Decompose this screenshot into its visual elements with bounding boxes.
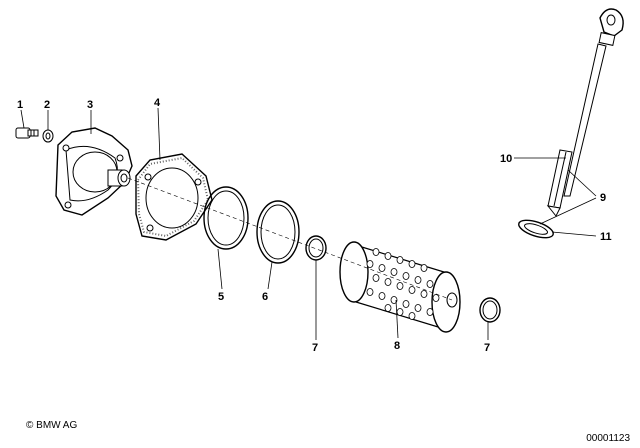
part-6-ring <box>256 200 300 264</box>
callout-2: 2 <box>44 99 50 111</box>
leader-lines <box>20 107 597 340</box>
drawing-number: 00001123 <box>586 433 630 444</box>
part-7-seal-ring-right <box>479 297 501 323</box>
part-10-dipstick <box>546 8 624 217</box>
part-11-sealing-washer <box>518 219 554 239</box>
callout-7-right: 7 <box>484 342 490 354</box>
part-1-bolt <box>15 127 39 139</box>
callout-9: 9 <box>600 192 606 204</box>
part-4-gasket <box>135 153 213 241</box>
callout-6: 6 <box>262 291 268 303</box>
part-7-seal-ring-left <box>305 235 327 261</box>
part-3-filter-cover <box>55 127 133 216</box>
part-5-o-ring <box>203 186 249 250</box>
copyright-notice: © BMW AG <box>26 420 78 431</box>
assembly-axis <box>127 177 453 301</box>
callout-5: 5 <box>218 291 224 303</box>
callout-8: 8 <box>394 340 400 352</box>
callout-4: 4 <box>154 97 161 109</box>
filter-perforations <box>366 248 440 320</box>
part-2-washer <box>42 129 54 143</box>
callout-3: 3 <box>87 99 93 111</box>
part-8-filter-element <box>339 241 461 333</box>
callout-7-left: 7 <box>312 342 318 354</box>
callout-10: 10 <box>500 153 512 165</box>
callout-1: 1 <box>17 99 23 111</box>
callout-11: 11 <box>600 231 612 243</box>
